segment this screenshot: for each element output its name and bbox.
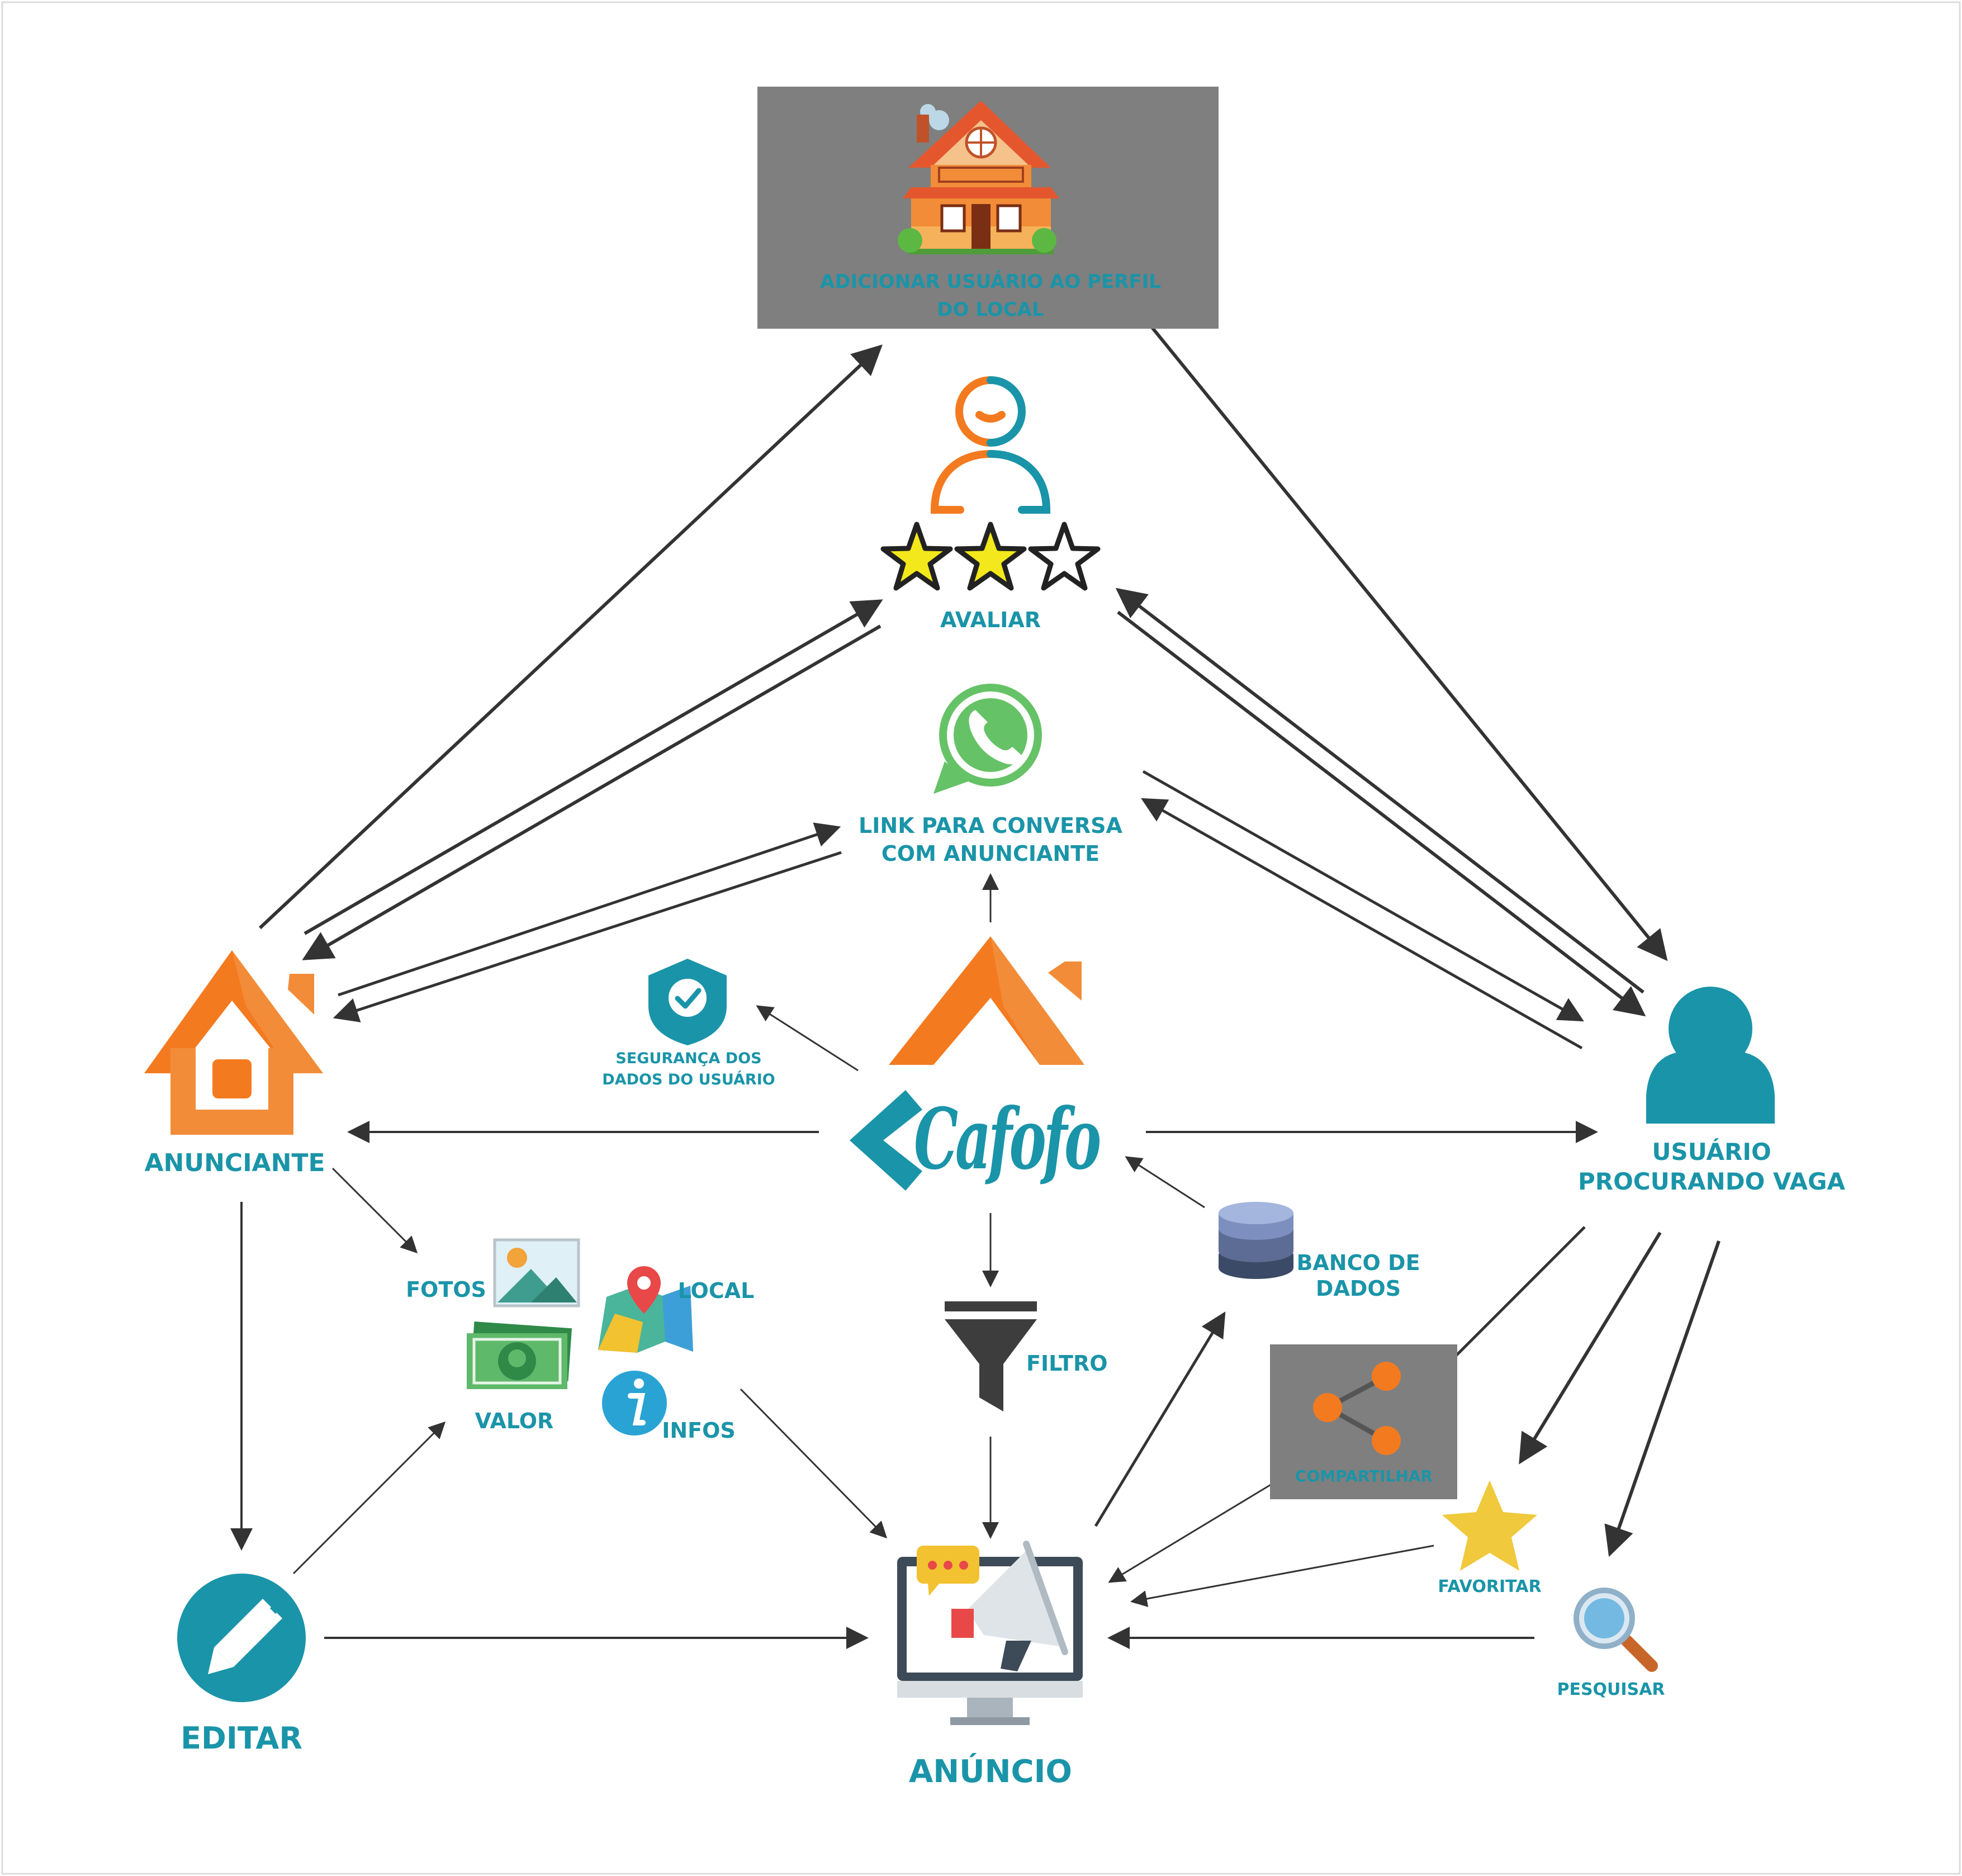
arrow-logo-to-seguranca — [756, 1005, 859, 1072]
favoritar-node: FAVORITAR — [1438, 1480, 1542, 1597]
map-pin-icon — [598, 1266, 693, 1353]
valor-item: VALOR — [467, 1321, 572, 1433]
add-user-to-profile-box: ADICIONAR USUÁRIO AO PERFIL DO LOCAL — [757, 87, 1219, 329]
infos-label: INFOS — [662, 1418, 736, 1443]
anuncio-node: ANÚNCIO — [897, 1541, 1083, 1790]
whatsapp-icon[interactable] — [933, 684, 1042, 794]
local-item: LOCAL — [598, 1266, 754, 1353]
arrow-anunciante-to-avaliar — [304, 599, 883, 935]
database-icon — [1219, 1202, 1293, 1279]
arrow-whatsapp-to-anunciante — [333, 851, 842, 1022]
editar-node: EDITAR — [177, 1574, 306, 1756]
whatsapp-label-line1: LINK PARA CONVERSA — [859, 813, 1122, 838]
favoritar-label: FAVORITAR — [1438, 1577, 1541, 1597]
pencil-icon[interactable] — [177, 1574, 306, 1702]
star-icon — [1028, 522, 1101, 591]
anuncio-label: ANÚNCIO — [909, 1754, 1072, 1790]
magnifier-icon[interactable] — [1574, 1588, 1658, 1672]
whatsapp-node: LINK PARA CONVERSA COM ANUNCIANTE — [859, 684, 1123, 866]
money-icon — [467, 1321, 572, 1389]
seguranca-label-line2: DADOS DO USUÁRIO — [602, 1070, 775, 1088]
logo-roof-icon — [889, 936, 1084, 1065]
star-icon — [954, 522, 1027, 591]
banco-node: BANCO DE DADOS — [1219, 1202, 1420, 1301]
banco-label-line1: BANCO DE — [1296, 1250, 1420, 1275]
arrow-anunciante-to-fotos — [331, 1167, 418, 1254]
arrow-usuario-to-whatsapp — [1141, 798, 1583, 1050]
star-icon — [880, 522, 953, 591]
pesquisar-label: PESQUISAR — [1557, 1680, 1665, 1699]
arrow-infos-to-anuncio — [740, 1388, 888, 1539]
avaliar-node: AVALIAR — [880, 376, 1101, 632]
arrow-usuario-to-favoritar — [1519, 1231, 1662, 1465]
rating-stars — [880, 522, 1101, 591]
user-icon[interactable] — [1646, 987, 1775, 1124]
funnel-icon — [945, 1301, 1037, 1411]
arrow-compartilhar-to-anuncio — [1108, 1483, 1272, 1583]
info-icon — [602, 1371, 667, 1436]
cafofo-logo: Cafofo — [850, 936, 1105, 1191]
arrow-usuario-to-avaliar — [1115, 588, 1645, 994]
infos-item: INFOS — [602, 1371, 736, 1443]
seguranca-node: SEGURANÇA DOS DADOS DO USUÁRIO — [602, 959, 775, 1088]
avaliar-label: AVALIAR — [940, 608, 1041, 632]
arrow-anunciante-to-profile — [258, 344, 883, 930]
logo-text: Cafofo — [914, 1090, 1100, 1188]
arrow-anunciante-to-whatsapp — [338, 822, 841, 997]
logo-c-mark — [850, 1090, 922, 1191]
banco-label-line2: DADOS — [1316, 1276, 1401, 1301]
arrow-avaliar-to-usuario — [1117, 610, 1646, 1017]
arrow-profile-to-usuario — [1139, 312, 1668, 961]
megaphone-monitor-icon — [897, 1541, 1083, 1725]
user-rating-icon — [930, 376, 1051, 514]
arrow-anuncio-to-banco — [1094, 1311, 1226, 1527]
fotos-item: FOTOS — [406, 1238, 580, 1307]
arrow-favoritar-to-anuncio — [1130, 1545, 1434, 1607]
filtro-label: FILTRO — [1026, 1351, 1108, 1376]
pesquisar-node: PESQUISAR — [1557, 1588, 1665, 1699]
arrow-editar-to-fotos — [292, 1421, 446, 1575]
compartilhar-label: COMPARTILHAR — [1295, 1467, 1433, 1485]
compartilhar-node: COMPARTILHAR — [1270, 1344, 1457, 1499]
usuario-label-line2: PROCURANDO VAGA — [1578, 1168, 1846, 1195]
usuario-label-line1: USUÁRIO — [1652, 1138, 1771, 1166]
arrow-usuario-to-pesquisar — [1604, 1240, 1721, 1557]
valor-label: VALOR — [475, 1409, 554, 1433]
anunciante-node: ANUNCIANTE — [144, 950, 325, 1177]
add-user-label-line2: DO LOCAL — [937, 299, 1044, 321]
whatsapp-label-line2: COM ANUNCIANTE — [882, 841, 1100, 866]
arrow-banco-to-logo — [1125, 1156, 1205, 1209]
anunciante-label: ANUNCIANTE — [144, 1149, 325, 1177]
local-label: LOCAL — [678, 1278, 755, 1303]
share-icon[interactable] — [1313, 1362, 1401, 1455]
fotos-label: FOTOS — [406, 1277, 486, 1302]
usuario-node: USUÁRIO PROCURANDO VAGA — [1578, 987, 1846, 1195]
house-icon[interactable] — [144, 950, 323, 1135]
connectors — [230, 312, 1721, 1649]
seguranca-label-line1: SEGURANÇA DOS — [615, 1050, 761, 1067]
arrow-avaliar-to-anunciante — [302, 624, 882, 960]
editar-label: EDITAR — [181, 1721, 302, 1756]
arrow-whatsapp-to-usuario — [1142, 770, 1584, 1022]
add-user-label-line1: ADICIONAR USUÁRIO AO PERFIL — [820, 270, 1161, 293]
house-photo-icon — [898, 101, 1059, 254]
filtro-node: FILTRO — [945, 1301, 1108, 1411]
favorite-star-icon[interactable] — [1442, 1480, 1537, 1571]
picture-icon — [493, 1238, 580, 1307]
